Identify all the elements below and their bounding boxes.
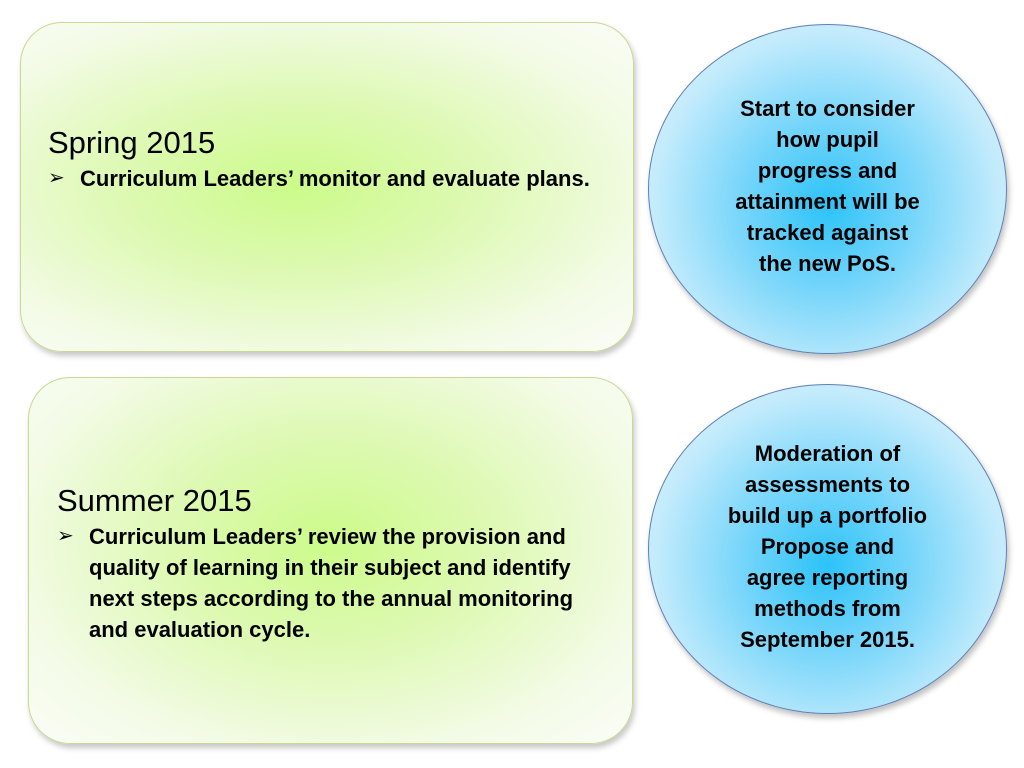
arrow-bullet-icon: ➢ (57, 525, 74, 547)
moderation-bubble: Moderation of assessments to build up a … (648, 384, 1007, 714)
moderation-bubble-text: Moderation of assessments to build up a … (727, 440, 928, 652)
pupil-progress-bubble: Start to consider how pupil progress and… (648, 24, 1007, 354)
summer-2015-panel: Summer 2015 ➢ Curriculum Leaders’ review… (28, 377, 633, 744)
summer-2015-bullet-text: Curriculum Leaders’ review the provision… (89, 524, 574, 642)
summer-2015-title: Summer 2015 (57, 483, 252, 518)
spring-2015-bullet-text: Curriculum Leaders’ monitor and evaluate… (80, 166, 590, 191)
spring-2015-content: Spring 2015 ➢ Curriculum Leaders’ monito… (48, 125, 613, 194)
spring-2015-panel: Spring 2015 ➢ Curriculum Leaders’ monito… (20, 22, 634, 352)
pupil-progress-bubble-text: Start to consider how pupil progress and… (735, 96, 920, 276)
arrow-bullet-icon: ➢ (48, 167, 65, 189)
summer-2015-bullet: ➢ Curriculum Leaders’ review the provisi… (57, 521, 617, 645)
spring-2015-bullet: ➢ Curriculum Leaders’ monitor and evalua… (48, 163, 613, 194)
summer-2015-content: Summer 2015 ➢ Curriculum Leaders’ review… (57, 483, 617, 645)
spring-2015-title: Spring 2015 (48, 125, 216, 160)
